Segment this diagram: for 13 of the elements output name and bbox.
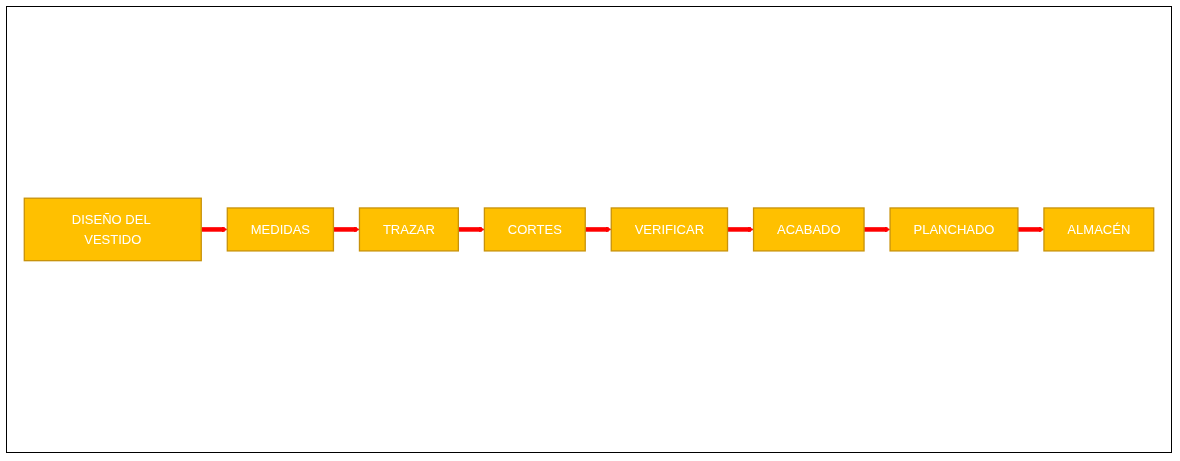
node-box: CORTES [483, 207, 586, 252]
node-box: ALMACÉN [1043, 207, 1155, 252]
arrow [458, 226, 485, 233]
arrow [585, 226, 612, 233]
node-box: PLANCHADO [889, 207, 1019, 252]
arrow [727, 226, 754, 233]
arrow [333, 226, 360, 233]
arrow [201, 226, 228, 233]
node-box: ACABADO [752, 207, 865, 252]
node-box: MEDIDAS [226, 207, 335, 252]
node-box: DISEÑO DEL VESTIDO [23, 197, 202, 262]
node-box: TRAZAR [358, 207, 459, 252]
node-box: VERIFICAR [610, 207, 729, 252]
